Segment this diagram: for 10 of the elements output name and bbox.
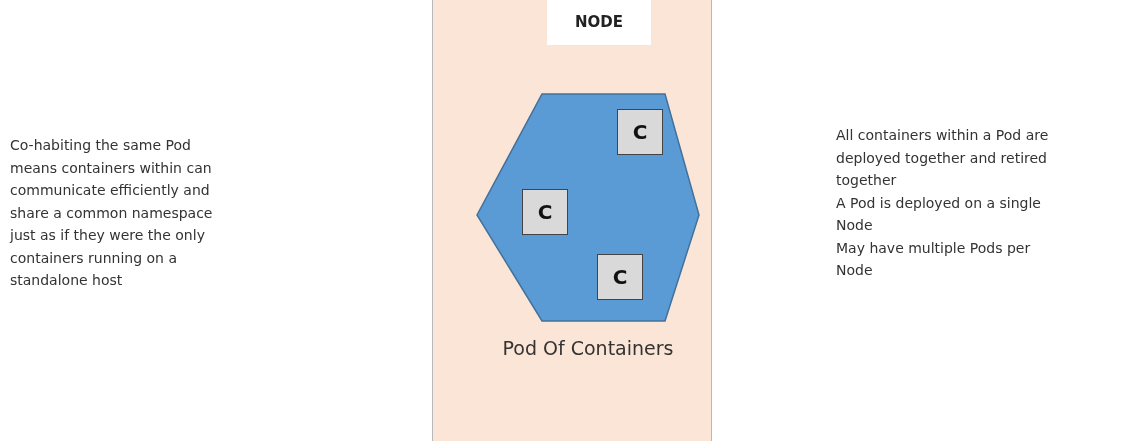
note-text: All containers within a Pod are deployed together and retired together <box>836 126 1050 190</box>
container-box: C <box>597 254 643 300</box>
container-box: C <box>617 109 663 155</box>
note-text: May have multiple Pods per Node <box>836 238 1032 280</box>
node-box <box>432 0 712 441</box>
note-text: Co-habiting the same Pod means containers within can communicate efficiently and share a common namespace just as if they were the only containers running on a standalone host <box>10 136 214 290</box>
note-text: A Pod is deployed on a single Node <box>836 193 1042 235</box>
node-heading: NODE <box>547 0 651 45</box>
pod-label: Pod Of Containers <box>501 337 675 359</box>
container-box: C <box>522 189 568 235</box>
